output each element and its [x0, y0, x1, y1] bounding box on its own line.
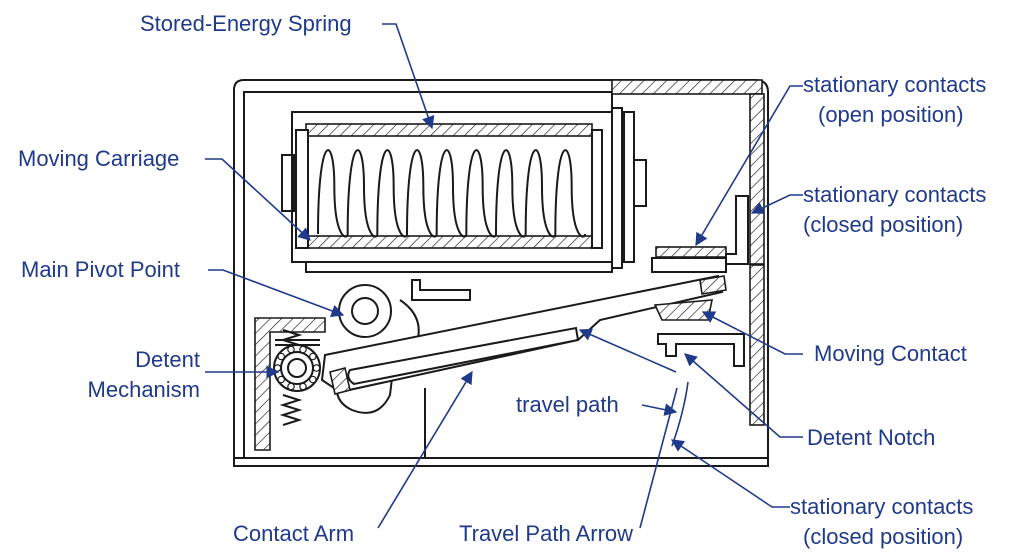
housing	[233, 79, 769, 467]
bearing-ball	[287, 382, 295, 391]
bearing-ball	[277, 375, 286, 384]
label-detent-notch: Detent Notch	[807, 425, 935, 450]
label-stationary-closed-bottom-line2: (closed position)	[803, 524, 963, 549]
label-detent-mechanism-line1: Detent	[135, 347, 200, 372]
labels: Stored-Energy Spring Moving Carriage Mai…	[18, 11, 986, 549]
bearing-ball	[308, 375, 317, 384]
bearing-ball	[299, 345, 307, 354]
stationary-contacts	[651, 195, 749, 367]
label-stored-energy-spring: Stored-Energy Spring	[140, 11, 352, 36]
travel-path-arc	[671, 381, 689, 447]
spring-assembly	[281, 107, 647, 273]
contact-arm	[320, 274, 727, 395]
label-moving-contact: Moving Contact	[814, 341, 967, 366]
coil-spring	[317, 149, 586, 238]
label-travel-path: travel path	[516, 392, 619, 417]
label-detent-mechanism-line2: Mechanism	[88, 377, 200, 402]
label-stationary-open-line2: (open position)	[818, 102, 964, 127]
label-stationary-open-line1: stationary contacts	[803, 72, 986, 97]
bearing-ball	[287, 345, 295, 354]
bearing-ball	[273, 364, 282, 372]
bearing-ball	[277, 352, 286, 361]
label-stationary-closed-top-line2: (closed position)	[803, 212, 963, 237]
label-main-pivot-point: Main Pivot Point	[21, 257, 180, 282]
label-stationary-closed-top-line1: stationary contacts	[803, 182, 986, 207]
label-travel-path-arrow: Travel Path Arrow	[459, 521, 633, 546]
bearing-ball	[312, 364, 321, 372]
bearing-ball	[299, 382, 307, 391]
label-stationary-closed-bottom-line1: stationary contacts	[790, 494, 973, 519]
label-moving-carriage: Moving Carriage	[18, 146, 179, 171]
label-contact-arm: Contact Arm	[233, 521, 354, 546]
bearing-ball	[308, 352, 317, 361]
leader-lines	[205, 23, 803, 529]
detent-mechanism	[254, 317, 326, 451]
